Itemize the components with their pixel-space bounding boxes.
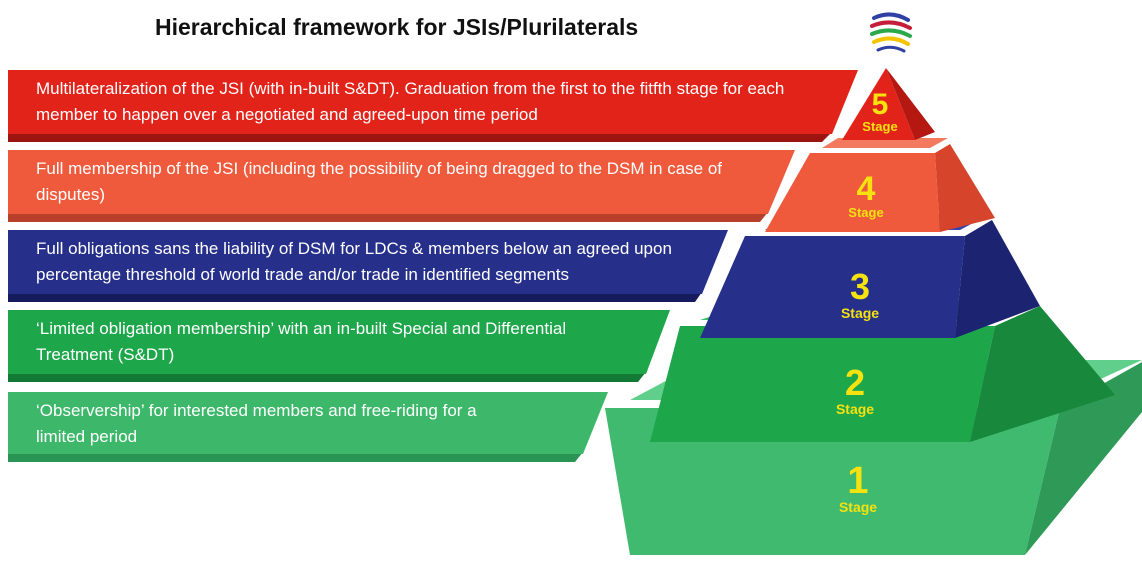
tier-4-top-face (822, 138, 948, 148)
diagram-title: Hierarchical framework for JSIs/Plurilat… (155, 14, 639, 40)
pyramid-tier-4 (765, 138, 995, 232)
wto-logo-icon (870, 12, 912, 53)
band-stage-4 (8, 150, 795, 222)
stage-5-description: Multilateralization of the JSI (with in-… (36, 79, 785, 124)
band-1-body (8, 392, 608, 454)
stage-3-number: 3 (850, 266, 870, 307)
stage-5-number: 5 (872, 88, 889, 121)
pyramid (605, 68, 1142, 555)
band-stage-3 (8, 230, 728, 302)
band-stage-5 (8, 70, 858, 142)
stage-1-number: 1 (847, 460, 868, 502)
tier-4-front-face (765, 153, 940, 232)
tier-5-front-face (842, 68, 915, 140)
band-4-shadow (8, 212, 768, 222)
stage-2-description: ‘Limited obligation membership’ with an … (36, 319, 567, 364)
stage-1-description: ‘Observership’ for interested members an… (36, 401, 477, 446)
band-3-shadow (8, 292, 702, 302)
stage-1-word: Stage (839, 499, 877, 515)
tier-1-side-face (1025, 362, 1142, 555)
pyramid-tier-5 (842, 68, 935, 140)
stage-4-word: Stage (848, 205, 883, 220)
band-5-body (8, 70, 858, 134)
band-1-shadow (8, 452, 583, 462)
description-bands (8, 70, 858, 462)
band-3-body (8, 230, 728, 294)
tier-5-side-face (886, 68, 935, 140)
band-5-shadow (8, 132, 832, 142)
band-stage-2 (8, 310, 670, 382)
band-2-shadow (8, 372, 646, 382)
tier-2-side-face (970, 306, 1115, 442)
tier-3-front-face (700, 236, 965, 338)
stage-2-number: 2 (845, 362, 865, 403)
stage-labels: 5 Stage 4 Stage 3 Stage 2 Stage 1 Stage (836, 88, 898, 515)
stage-3-word: Stage (841, 305, 879, 321)
band-4-body (8, 150, 795, 214)
band-stage-1 (8, 392, 608, 462)
stage-4-number: 4 (857, 170, 876, 208)
stage-5-word: Stage (862, 119, 897, 134)
stage-2-word: Stage (836, 401, 874, 417)
tier-1-front-face (605, 408, 1060, 555)
stage-4-description: Full membership of the JSI (including th… (36, 159, 723, 204)
tier-3-side-face (955, 220, 1040, 338)
tier-4-side-face (935, 144, 995, 232)
stage-3-description: Full obligations sans the liability of D… (36, 239, 672, 284)
tier-2-front-face (650, 326, 995, 442)
band-2-body (8, 310, 670, 374)
